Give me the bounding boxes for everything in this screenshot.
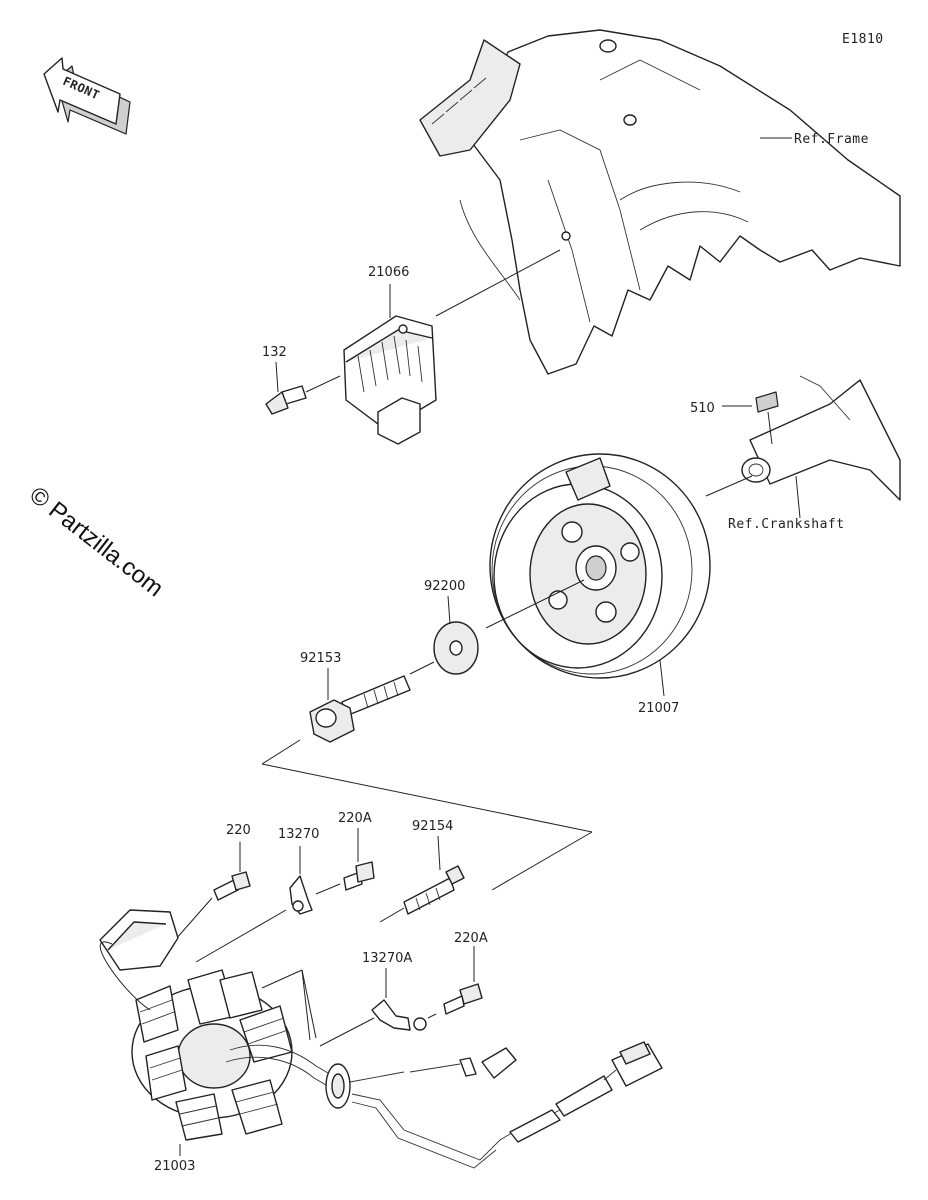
woodruff-key <box>755 391 779 413</box>
regulator-bolt <box>265 385 307 415</box>
part-label-132: 132 <box>262 345 287 360</box>
front-direction-arrow-icon: FRONT <box>43 57 131 135</box>
wire-clamp-b <box>371 999 427 1031</box>
part-label-92154: 92154 <box>412 819 453 834</box>
assembly-guide-lines <box>261 739 593 891</box>
part-label-21003: 21003 <box>154 1159 195 1174</box>
watermark-text: © Partzilla.com <box>24 481 168 602</box>
regulator-rectifier <box>343 315 437 445</box>
clamp-b-screw <box>443 983 483 1015</box>
part-label-13270a: 13270A <box>362 951 412 966</box>
clamp-screw <box>343 861 375 891</box>
flywheel-rotor <box>489 453 711 679</box>
part-label-21007: 21007 <box>638 701 679 716</box>
ref-crankshaft-label: Ref.Crankshaft <box>728 517 845 532</box>
flywheel-bolt <box>309 675 411 743</box>
stator-bolt <box>403 865 465 915</box>
diagram-code: E1810 <box>842 32 884 47</box>
flywheel-washer <box>433 621 479 675</box>
part-label-510: 510 <box>690 401 715 416</box>
crankshaft-drawing <box>741 375 901 501</box>
wire-clamp <box>289 875 313 915</box>
part-label-220: 220 <box>226 823 251 838</box>
ref-frame-label: Ref.Frame <box>794 132 869 147</box>
frame-drawing <box>419 29 901 375</box>
stator-coil-assembly <box>99 909 663 1169</box>
part-label-220a-second: 220A <box>454 931 488 946</box>
part-label-21066: 21066 <box>368 265 409 280</box>
part-label-13270: 13270 <box>278 827 319 842</box>
part-label-220a: 220A <box>338 811 372 826</box>
part-label-92200: 92200 <box>424 579 465 594</box>
part-label-92153: 92153 <box>300 651 341 666</box>
stator-screw <box>213 871 251 901</box>
